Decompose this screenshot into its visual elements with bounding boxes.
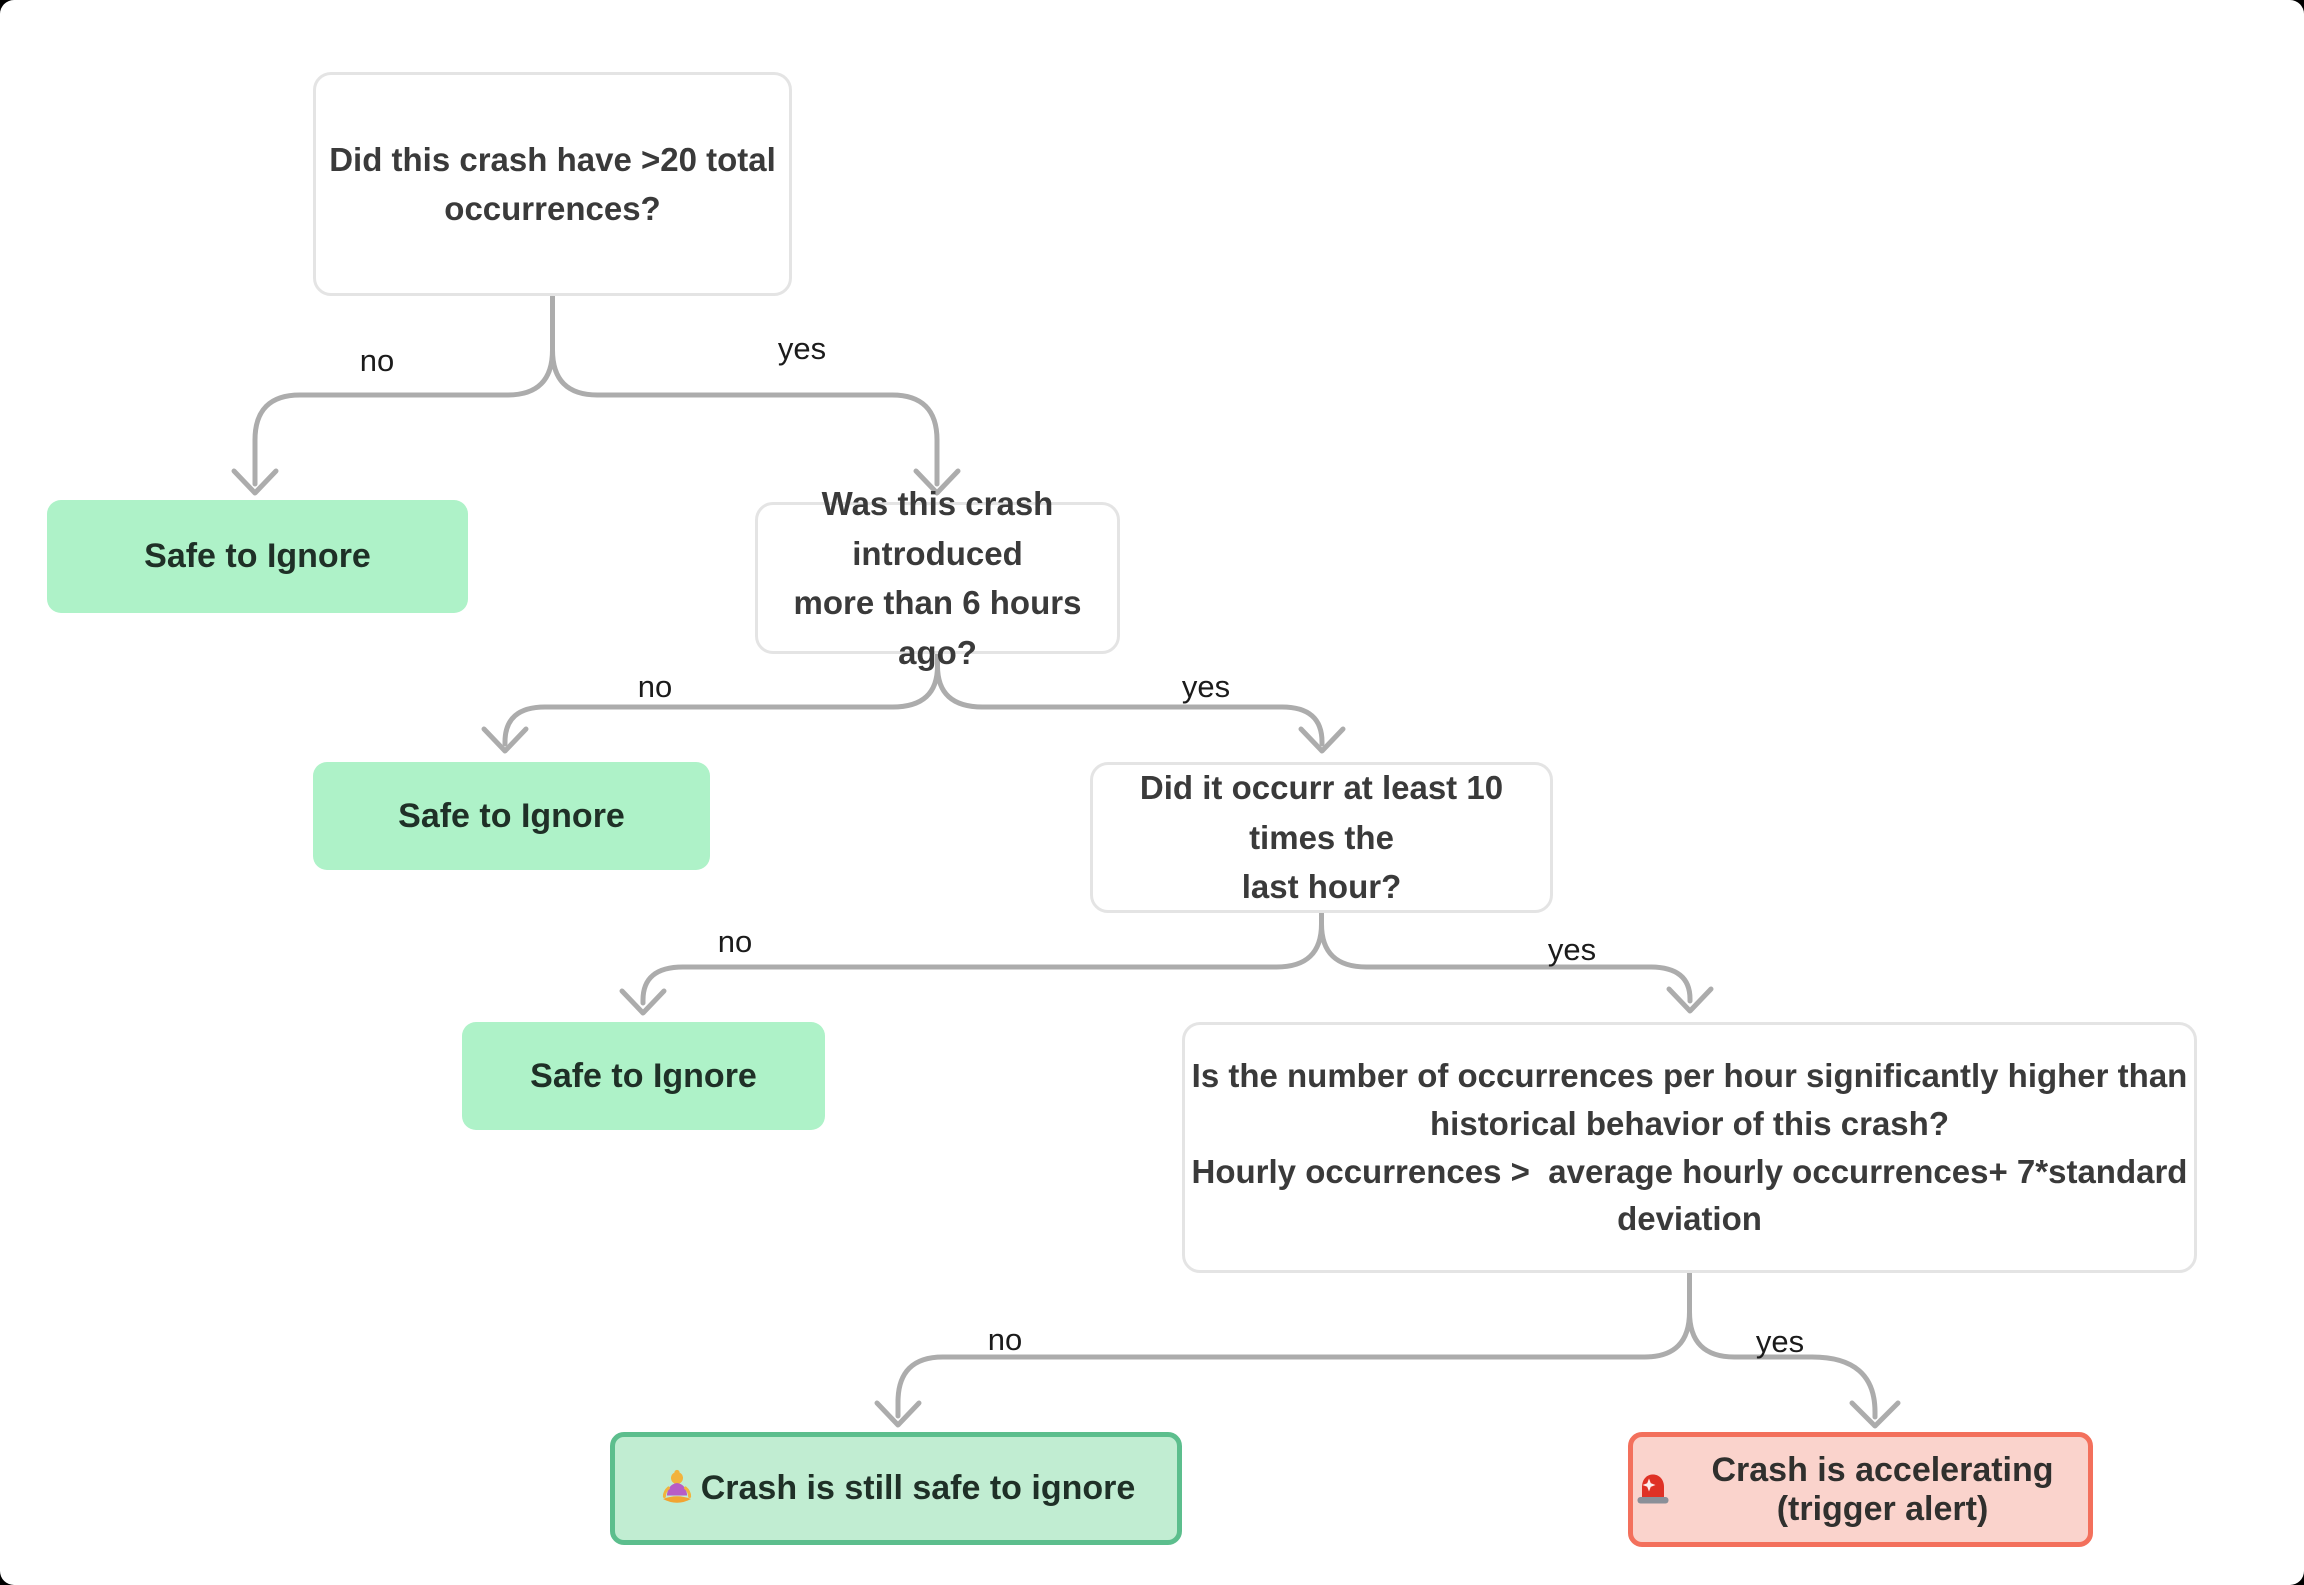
question-text-line: deviation <box>1617 1200 1762 1238</box>
result-text: Crash is accelerating (trigger alert) <box>1711 1450 2054 1528</box>
edge-q1-no <box>231 291 555 496</box>
edge-label-q2-yes: yes <box>1181 669 1231 704</box>
question-text-line: Hourly occurrences > average hourly occu… <box>1191 1152 2188 1190</box>
question-text-line: Is the number of occurrences per hour si… <box>1191 1056 2188 1094</box>
edge-q4-no-arrowhead <box>874 1400 922 1428</box>
edge-q3-yes-line <box>1319 908 1693 1004</box>
node-result-still-safe[interactable]: Crash is still safe to ignore <box>610 1432 1182 1545</box>
siren-icon <box>1633 1470 1673 1510</box>
leaf-text: Safe to Ignore <box>398 796 625 835</box>
question-text-line: more than 6 hours ago? <box>793 584 1091 671</box>
question-text-line: Did this crash have >20 total <box>329 140 776 178</box>
edge-q3-yes-arrowhead <box>1666 986 1714 1014</box>
edge-q3-no-arrowhead <box>619 988 667 1016</box>
question-text-line: Was this crash introduced <box>821 485 1063 572</box>
edge-label-q3-yes: yes <box>1547 932 1597 967</box>
node-safe-to-ignore-1[interactable]: Safe to Ignore <box>47 500 468 613</box>
edge-label-q1-no: no <box>359 343 395 378</box>
edge-q1-yes <box>550 291 961 496</box>
question-text-line: last hour? <box>1241 868 1402 906</box>
edge-label-q2-no: no <box>637 669 673 704</box>
leaf-text: Safe to Ignore <box>144 537 371 575</box>
edge-q1-yes-line <box>550 291 940 487</box>
edge-q2-no-arrowhead <box>481 726 529 754</box>
question-text-line: Did it occurr at least 10 times the <box>1139 769 1513 856</box>
node-question-introduced-6-hours[interactable]: Was this crash introduced more than 6 ho… <box>755 485 1120 671</box>
node-safe-to-ignore-3[interactable]: Safe to Ignore <box>462 1022 825 1130</box>
leaf-text: Safe to Ignore <box>530 1056 757 1095</box>
edge-q4-yes-arrowhead <box>1849 1400 1901 1429</box>
question-text-line: historical behavior of this crash? <box>1430 1104 1949 1142</box>
edge-label-q4-yes: yes <box>1755 1324 1805 1359</box>
node-result-accelerating-alert[interactable]: Crash is accelerating (trigger alert) <box>1628 1432 2093 1547</box>
node-question-significantly-higher[interactable]: Is the number of occurrences per hour si… <box>1182 1022 2197 1273</box>
lotus-icon <box>657 1469 697 1509</box>
edge-label-q1-yes: yes <box>777 331 827 366</box>
node-question-10-times-last-hour[interactable]: Did it occurr at least 10 times the last… <box>1090 762 1553 913</box>
question-text-line: occurrences? <box>444 190 661 227</box>
edge-q3-yes <box>1319 908 1714 1014</box>
edge-label-q3-no: no <box>717 924 753 959</box>
edge-q2-yes-arrowhead <box>1298 726 1346 754</box>
result-text: Crash is still safe to ignore <box>700 1469 1136 1507</box>
edge-q1-no-line <box>252 291 555 487</box>
node-safe-to-ignore-2[interactable]: Safe to Ignore <box>313 762 710 870</box>
edge-q1-no-arrowhead <box>231 468 279 496</box>
edge-label-q4-no: no <box>987 1322 1023 1357</box>
node-question-total-occurrences[interactable]: Did this crash have >20 total occurrence… <box>313 72 792 296</box>
